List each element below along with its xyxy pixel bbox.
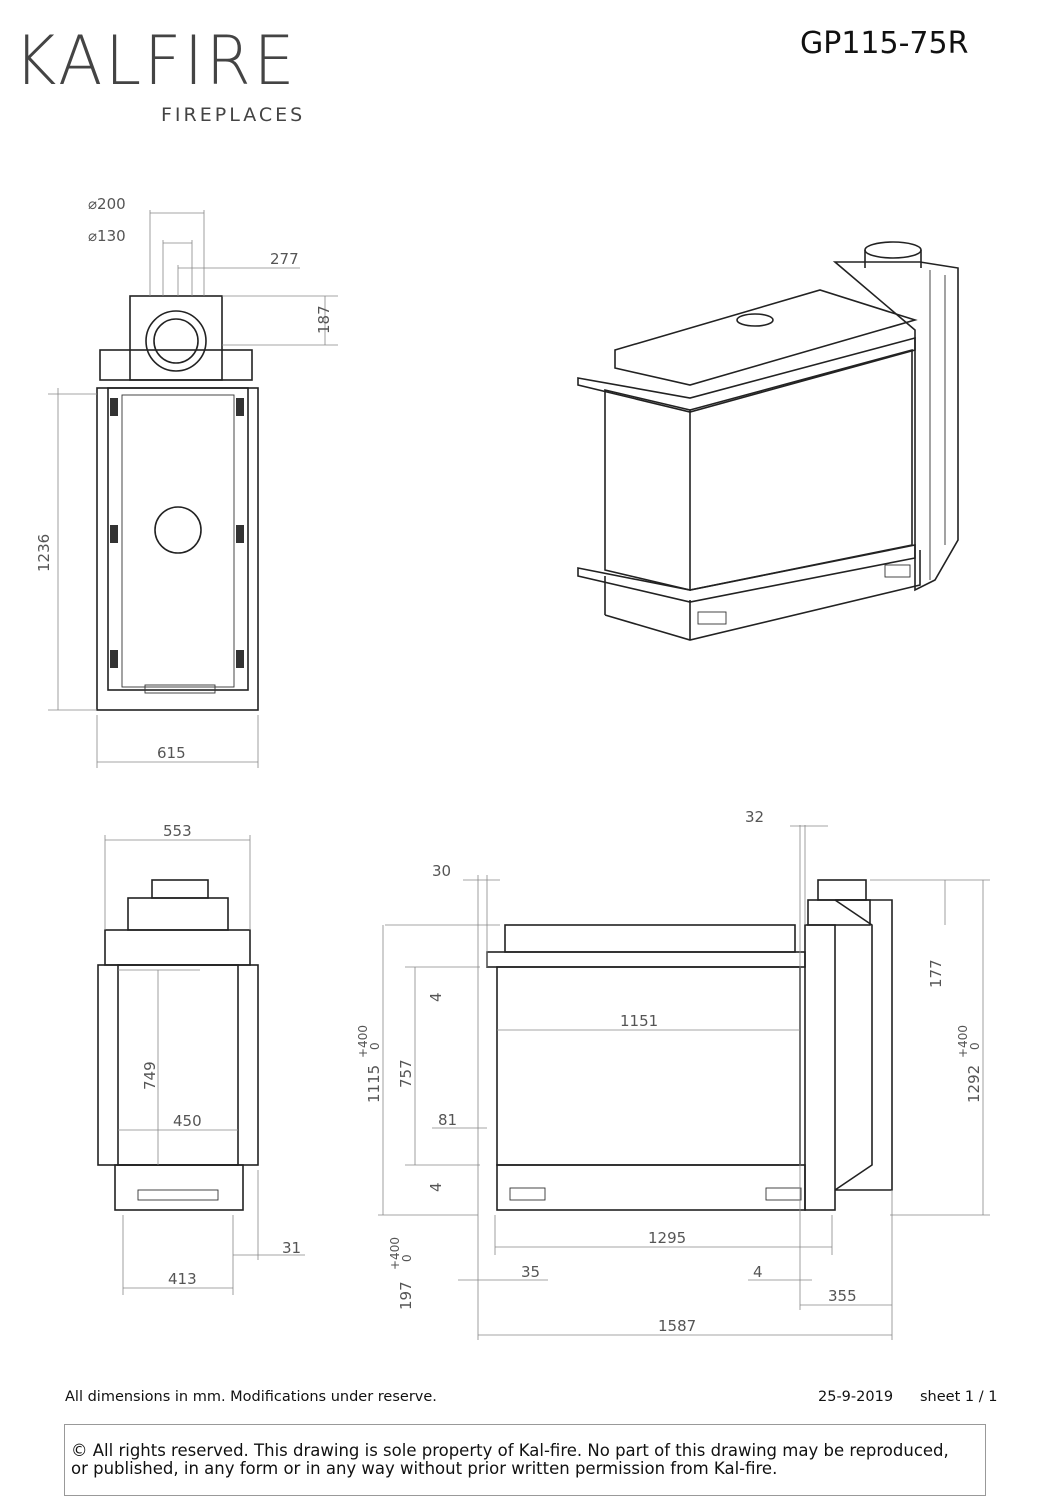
dim-30: 30 <box>432 862 451 880</box>
dim-1292: 1292 <box>965 1065 983 1103</box>
dim-4-right: 4 <box>753 1263 763 1281</box>
tol-1292-plus: +400 <box>956 1025 970 1058</box>
dim-35: 35 <box>521 1263 540 1281</box>
top-view: ⌀200 ⌀130 277 187 1236 615 <box>35 195 338 768</box>
dim-450: 450 <box>173 1112 202 1130</box>
model-number: GP115-75R <box>800 26 969 61</box>
dim-1587: 1587 <box>658 1317 696 1335</box>
dim-32: 32 <box>745 808 764 826</box>
copyright-line-2: or published, in any form or in any way … <box>71 1459 778 1478</box>
tol-197-zero: 0 <box>400 1254 414 1262</box>
dim-flue-inner: ⌀130 <box>88 227 126 245</box>
kalfire-logo: KALFIRE FIREPLACES <box>14 22 312 127</box>
dim-4-bottom: 4 <box>427 1182 445 1192</box>
dim-flue-outer: ⌀200 <box>88 195 126 213</box>
logo-sub: FIREPLACES <box>161 104 306 126</box>
tol-1292-zero: 0 <box>968 1042 982 1050</box>
tol-1115-plus: +400 <box>356 1025 370 1058</box>
dim-177: 177 <box>927 959 945 988</box>
dim-1295: 1295 <box>648 1229 686 1247</box>
dim-31: 31 <box>282 1239 301 1257</box>
dim-277: 277 <box>270 250 299 268</box>
isometric-view <box>577 241 959 641</box>
dim-1236: 1236 <box>35 534 53 572</box>
dim-197: 197 <box>397 1281 415 1310</box>
dim-553: 553 <box>163 822 192 840</box>
dim-413: 413 <box>168 1270 197 1288</box>
side-view: 30 32 1115 +400 0 757 4 4 1151 81 1295 3… <box>356 808 990 1340</box>
logo-brand: KALFIRE <box>14 22 298 101</box>
dim-4-top: 4 <box>427 992 445 1002</box>
tol-197-plus: +400 <box>388 1237 402 1270</box>
dim-749: 749 <box>141 1061 159 1090</box>
copyright-line-1: © All rights reserved. This drawing is s… <box>71 1441 949 1460</box>
sheet-number: sheet 1 / 1 <box>920 1389 998 1405</box>
tol-1115-zero: 0 <box>368 1042 382 1050</box>
dim-1151: 1151 <box>620 1012 658 1030</box>
dim-81: 81 <box>438 1111 457 1129</box>
front-view: 553 749 450 413 31 <box>97 822 305 1295</box>
dim-1115: 1115 <box>365 1065 383 1103</box>
drawing-date: 25-9-2019 <box>818 1389 894 1405</box>
dim-615: 615 <box>157 744 186 762</box>
dim-355: 355 <box>828 1287 857 1305</box>
dim-757: 757 <box>397 1059 415 1088</box>
copyright-box: © All rights reserved. This drawing is s… <box>64 1424 986 1496</box>
dim-187: 187 <box>315 305 333 334</box>
dimensions-note: All dimensions in mm. Modifications unde… <box>65 1389 437 1405</box>
